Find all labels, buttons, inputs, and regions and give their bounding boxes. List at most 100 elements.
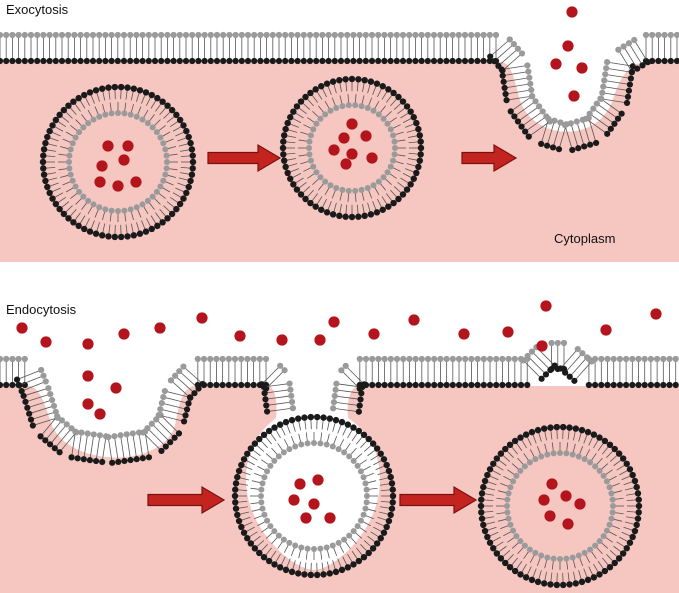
lipid-head-dark: [81, 225, 88, 233]
lipid: [251, 48, 258, 65]
lipid-head-light: [149, 124, 156, 131]
lipid-head-dark: [234, 511, 241, 519]
lipid-head-light: [271, 528, 278, 535]
lipid-head-dark: [176, 57, 183, 65]
lipid: [71, 48, 78, 65]
lipid: [37, 390, 54, 399]
lipid-head-light: [527, 80, 534, 87]
cargo-molecule-icon: [328, 144, 340, 156]
lipid-head-dark: [544, 142, 551, 149]
lipid-head-light: [511, 355, 518, 363]
lipid-head-dark: [99, 458, 106, 466]
lipid-head-light: [517, 467, 524, 474]
lipid: [127, 31, 134, 48]
lipid-head-dark: [559, 423, 567, 431]
lipid: [15, 355, 22, 372]
lipid-head-dark: [145, 454, 153, 461]
lipid-head-light: [600, 83, 607, 90]
lipid-head-light: [133, 31, 140, 39]
lipid-head-dark: [490, 545, 497, 552]
lipid-head-dark: [399, 98, 407, 105]
lipid-head-dark: [462, 381, 469, 389]
lipid-head-dark: [387, 381, 394, 389]
lipid-head-dark: [528, 428, 536, 436]
lipid: [629, 372, 636, 389]
lipid-head-dark: [0, 57, 4, 65]
lipid: [600, 83, 617, 90]
lipid-head-light: [354, 523, 361, 530]
lipid-head-light: [342, 362, 349, 370]
lipid-head-light: [357, 517, 364, 524]
lipid: [350, 31, 357, 48]
lipid-head-light: [370, 107, 377, 114]
lipid-head-dark: [379, 83, 386, 90]
lipid-head-light: [499, 355, 506, 363]
cargo-molecule-icon: [360, 130, 372, 142]
lipid: [27, 31, 35, 48]
lipid-head-light: [462, 355, 469, 363]
lipid: [275, 31, 283, 48]
lipid-head-light: [262, 355, 270, 363]
lipid-head-dark: [596, 434, 603, 441]
lipid: [600, 120, 614, 132]
lipid-head-dark: [604, 381, 611, 389]
lipid: [381, 372, 388, 389]
lipid-head-dark: [634, 490, 642, 497]
lipid-head-light: [90, 201, 97, 208]
lipid: [194, 372, 201, 389]
cargo-molecule-icon: [118, 328, 130, 340]
lipid-head-light: [207, 355, 214, 363]
lipid: [399, 48, 407, 65]
lipid-head-light: [76, 188, 83, 195]
lipid-head-light: [390, 157, 397, 164]
lipid: [598, 355, 605, 372]
lipid: [337, 31, 345, 48]
lipid: [195, 48, 202, 65]
lipid: [521, 93, 535, 105]
lipid-head-light: [332, 386, 339, 393]
lipid-head-light: [267, 523, 274, 530]
lipid-head-dark: [569, 146, 576, 154]
lipid-head-dark: [46, 57, 53, 65]
lipid-head-dark: [288, 57, 295, 65]
lipid: [406, 48, 413, 65]
lipid-head-dark: [29, 422, 36, 429]
lipid: [24, 403, 40, 411]
lipid-head-dark: [639, 62, 646, 69]
lipid: [182, 31, 190, 48]
lipid: [139, 445, 146, 462]
lipid: [461, 48, 469, 65]
lipid-head-light: [259, 480, 266, 487]
lipid-head-light: [623, 355, 630, 363]
lipid: [356, 355, 363, 372]
lipid-head-dark: [365, 435, 372, 443]
lipid: [487, 47, 501, 60]
lipid: [80, 446, 87, 463]
lipid-head-light: [69, 177, 76, 184]
lipid: [244, 48, 252, 65]
lipid-head-light: [569, 554, 576, 561]
lipid-head-dark: [377, 535, 384, 542]
lipid: [635, 372, 642, 389]
lipid: [585, 355, 593, 372]
lipid: [499, 36, 513, 49]
lipid: [437, 48, 444, 65]
lipid: [424, 355, 432, 372]
lipid-head-dark: [280, 151, 287, 158]
lipid-head-light: [406, 355, 413, 363]
lipid-head-light: [528, 93, 535, 100]
lipid-head-dark: [478, 515, 486, 522]
lipid-head-light: [149, 193, 156, 200]
lipid-head-light: [641, 355, 648, 363]
lipid-head-light: [526, 74, 533, 81]
lipid: [507, 45, 522, 58]
lipid-head-dark: [338, 418, 346, 426]
lipid-head-light: [52, 31, 59, 39]
lipid: [528, 103, 543, 115]
lipid-head-light: [610, 503, 616, 509]
lipid-head-light: [129, 430, 136, 437]
lipid-head-light: [603, 65, 610, 72]
cargo-molecule-icon: [562, 518, 574, 530]
lipid: [667, 48, 674, 65]
lipid: [623, 372, 630, 389]
